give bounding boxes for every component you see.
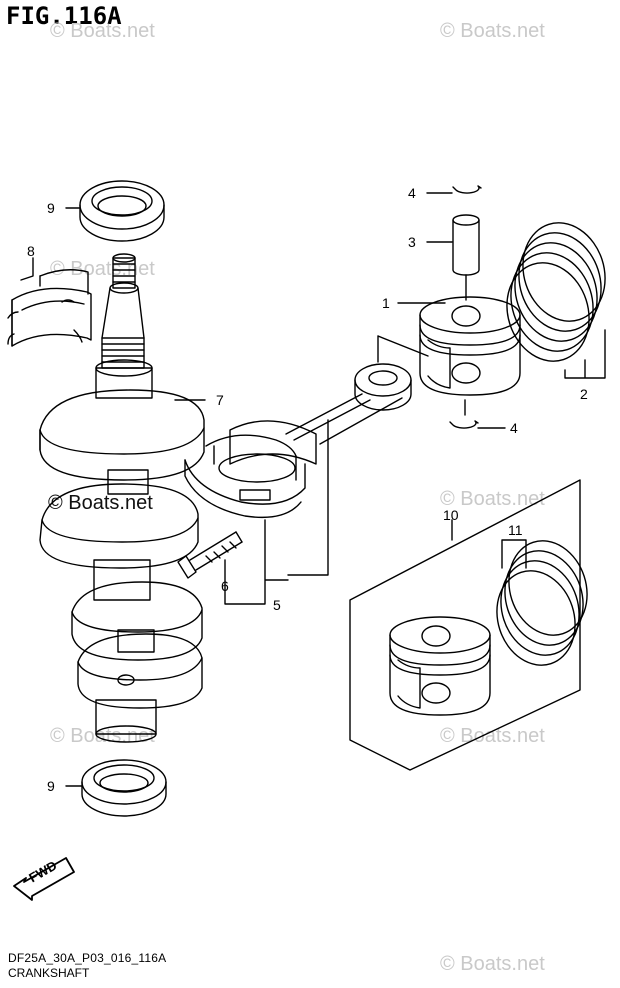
watermark: © Boats.net <box>440 725 545 747</box>
oil-seal-bottom <box>81 759 167 817</box>
watermark: © Boats.net <box>440 488 545 510</box>
callout-1: 1 <box>382 295 390 311</box>
watermark: © Boats.net <box>50 20 155 42</box>
callout-4-bottom: 4 <box>510 420 518 436</box>
piston-kit-box <box>349 479 581 771</box>
callout-4-top: 4 <box>408 185 416 201</box>
callout-9-top: 9 <box>47 200 55 216</box>
connecting-rod <box>184 363 412 519</box>
callout-8: 8 <box>27 243 35 259</box>
callout-11: 11 <box>508 522 523 538</box>
callout-2: 2 <box>580 386 588 402</box>
oil-seal-top <box>79 180 165 242</box>
crankshaft-bearing <box>7 269 92 347</box>
callout-9-bottom: 9 <box>47 778 55 794</box>
watermark: © Boats.net <box>440 953 545 975</box>
diagram-code: DF25A_30A_P03_016_116A <box>8 951 167 965</box>
callout-6: 6 <box>221 578 229 594</box>
callout-7: 7 <box>216 392 224 408</box>
piston <box>419 296 521 396</box>
watermark: © Boats.net <box>440 20 545 42</box>
crankshaft <box>39 253 205 743</box>
diagram-name: CRANKSHAFT <box>8 966 90 980</box>
connecting-rod-bolt <box>177 531 243 579</box>
circlip-bottom <box>449 420 479 429</box>
watermark: © Boats.net <box>48 492 153 514</box>
piston-rings <box>506 222 606 362</box>
circlip-top <box>452 185 482 194</box>
piston-kit-piston <box>389 616 491 716</box>
piston-kit-rings <box>496 540 588 666</box>
callout-3: 3 <box>408 234 416 250</box>
figure-title: FIG.116A <box>6 2 122 30</box>
callout-10: 10 <box>443 507 459 523</box>
piston-pin <box>452 214 480 276</box>
callout-5: 5 <box>273 597 281 613</box>
fwd-arrow <box>13 857 75 901</box>
